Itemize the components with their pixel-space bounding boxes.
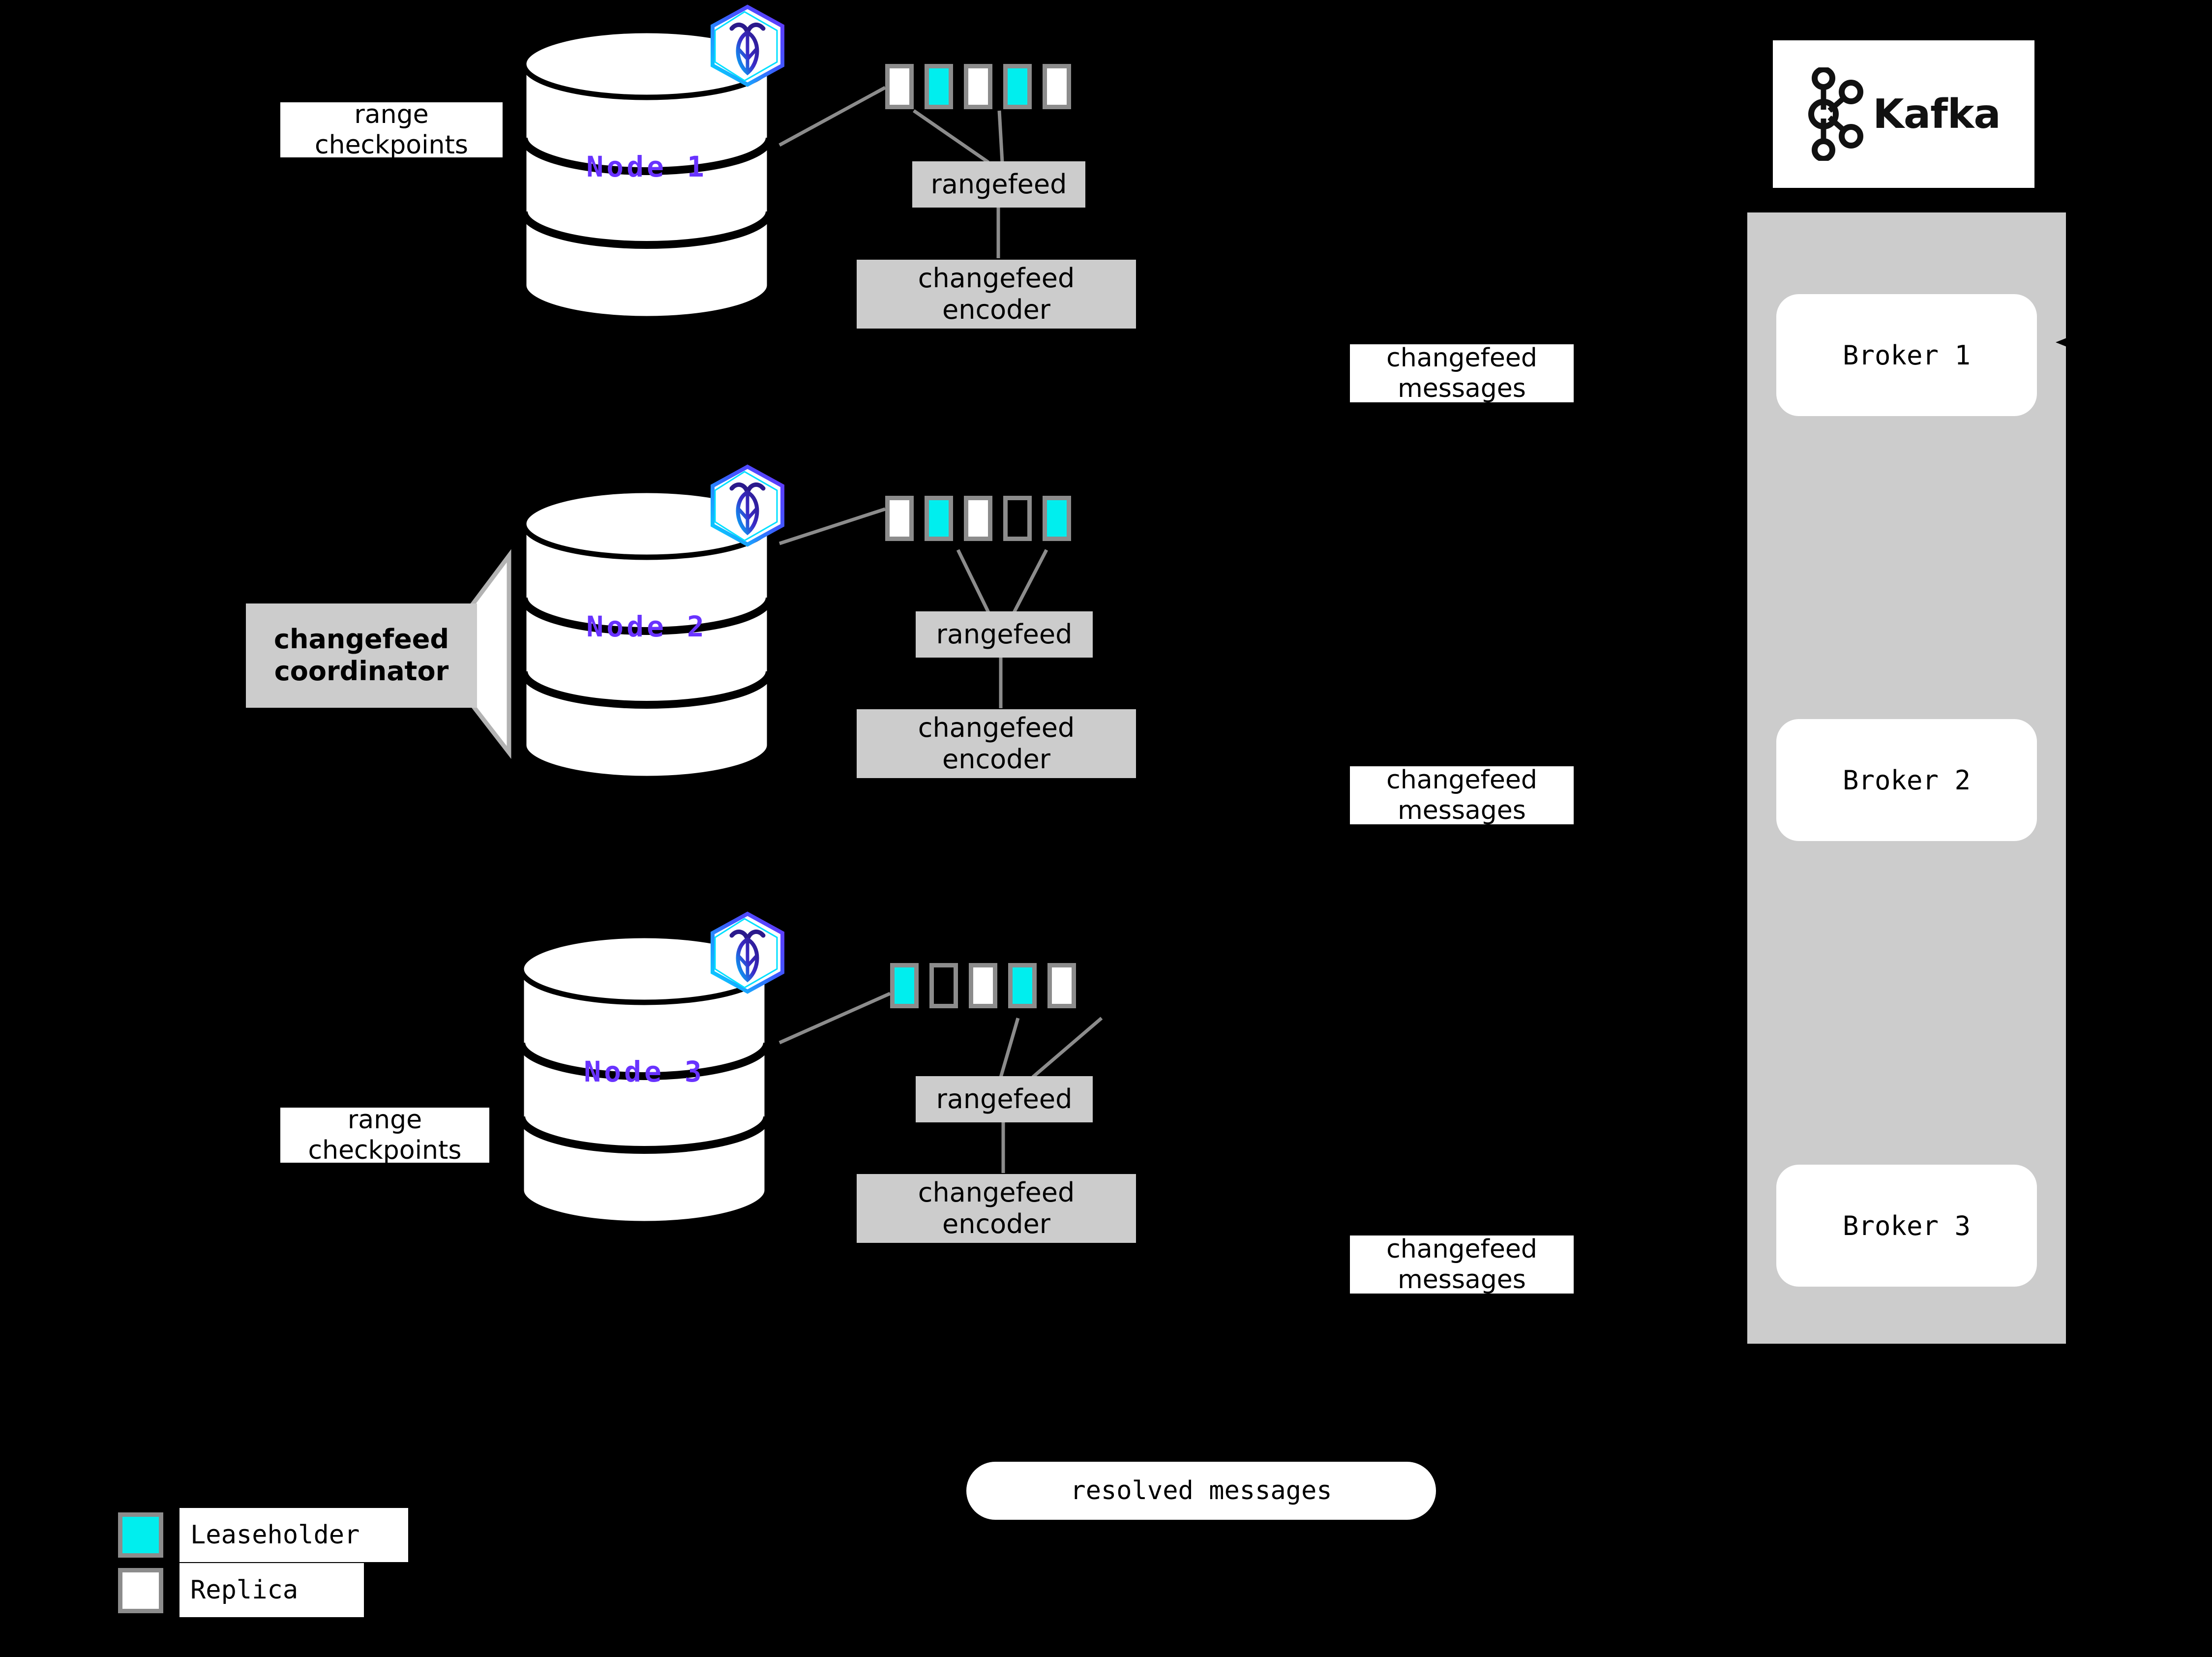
range-box-leaseholder[interactable] (925, 64, 953, 109)
node-1-changefeed-messages-label: changefeed messages (1350, 343, 1574, 403)
node-1-range-row (885, 64, 1071, 109)
broker-3[interactable]: Broker 3 (1776, 1165, 2037, 1287)
encoder-line-2: encoder (942, 744, 1050, 775)
broker-1[interactable]: Broker 1 (1776, 294, 2037, 416)
range-box-replica[interactable] (1043, 64, 1071, 109)
kafka-wordmark: Kafka (1873, 90, 2001, 138)
changefeed-coordinator-box[interactable]: changefeed coordinator (246, 603, 477, 708)
kafka-logo-box: Kafka (1773, 40, 2034, 188)
range-box-leaseholder[interactable] (925, 496, 953, 541)
node-1-changefeed-encoder-box[interactable]: changefeed encoder (857, 260, 1136, 329)
broker-2[interactable]: Broker 2 (1776, 719, 2037, 841)
encoder-line-2: encoder (942, 1208, 1050, 1239)
node-1-range-checkpoints-label: range checkpoints (280, 100, 503, 160)
range-box-replica[interactable] (1047, 963, 1076, 1008)
node-3-range-checkpoints-label: range checkpoints (280, 1105, 489, 1165)
node-3-rangefeed-box[interactable]: rangefeed (916, 1076, 1093, 1122)
cockroachdb-hexagon-icon (708, 464, 787, 547)
encoder-line-2: encoder (942, 294, 1050, 325)
range-box-leaseholder[interactable] (890, 963, 919, 1008)
changefeed-coordinator-callout[interactable]: changefeed coordinator (241, 548, 526, 760)
node-2-range-row (885, 496, 1071, 541)
range-box-leaseholder[interactable] (1003, 64, 1032, 109)
node-2-rangefeed-box[interactable]: rangefeed (916, 611, 1093, 658)
node-2-changefeed-encoder-box[interactable]: changefeed encoder (857, 709, 1136, 778)
range-box-replica[interactable] (885, 64, 914, 109)
range-box-replica[interactable] (969, 963, 997, 1008)
node-2-cylinder: Node 2 (519, 487, 775, 782)
node-1-rangefeed-box[interactable]: rangefeed (912, 161, 1085, 208)
range-box-replica[interactable] (885, 496, 914, 541)
cockroachdb-hexagon-icon (708, 911, 787, 994)
range-box-empty[interactable] (929, 963, 958, 1008)
range-box-empty[interactable] (1003, 496, 1032, 541)
legend-label-replica: Replica (179, 1563, 364, 1617)
encoder-line-1: changefeed (918, 712, 1075, 744)
coordinator-line-1: changefeed (273, 624, 449, 655)
encoder-line-1: changefeed (918, 263, 1075, 294)
node-3-changefeed-messages-label: changefeed messages (1350, 1235, 1574, 1295)
range-box-leaseholder[interactable] (1043, 496, 1071, 541)
legend-swatch-replica (118, 1568, 163, 1613)
encoder-line-1: changefeed (918, 1177, 1075, 1208)
range-box-leaseholder[interactable] (1008, 963, 1037, 1008)
legend-swatch-leaseholder (118, 1512, 163, 1558)
coordinator-line-2: coordinator (274, 656, 449, 687)
range-box-replica[interactable] (964, 64, 992, 109)
legend-label-leaseholder: Leaseholder (179, 1508, 408, 1562)
node-2-changefeed-messages-label: changefeed messages (1350, 765, 1574, 825)
kafka-inbound-arrow-icon (2056, 334, 2075, 350)
node-3-changefeed-encoder-box[interactable]: changefeed encoder (857, 1174, 1136, 1243)
cockroachdb-hexagon-icon (708, 4, 787, 88)
resolved-messages-pill[interactable]: resolved messages (966, 1462, 1436, 1520)
range-box-replica[interactable] (964, 496, 992, 541)
node-3-range-row (890, 963, 1076, 1008)
kafka-nodes-icon (1808, 67, 1864, 161)
